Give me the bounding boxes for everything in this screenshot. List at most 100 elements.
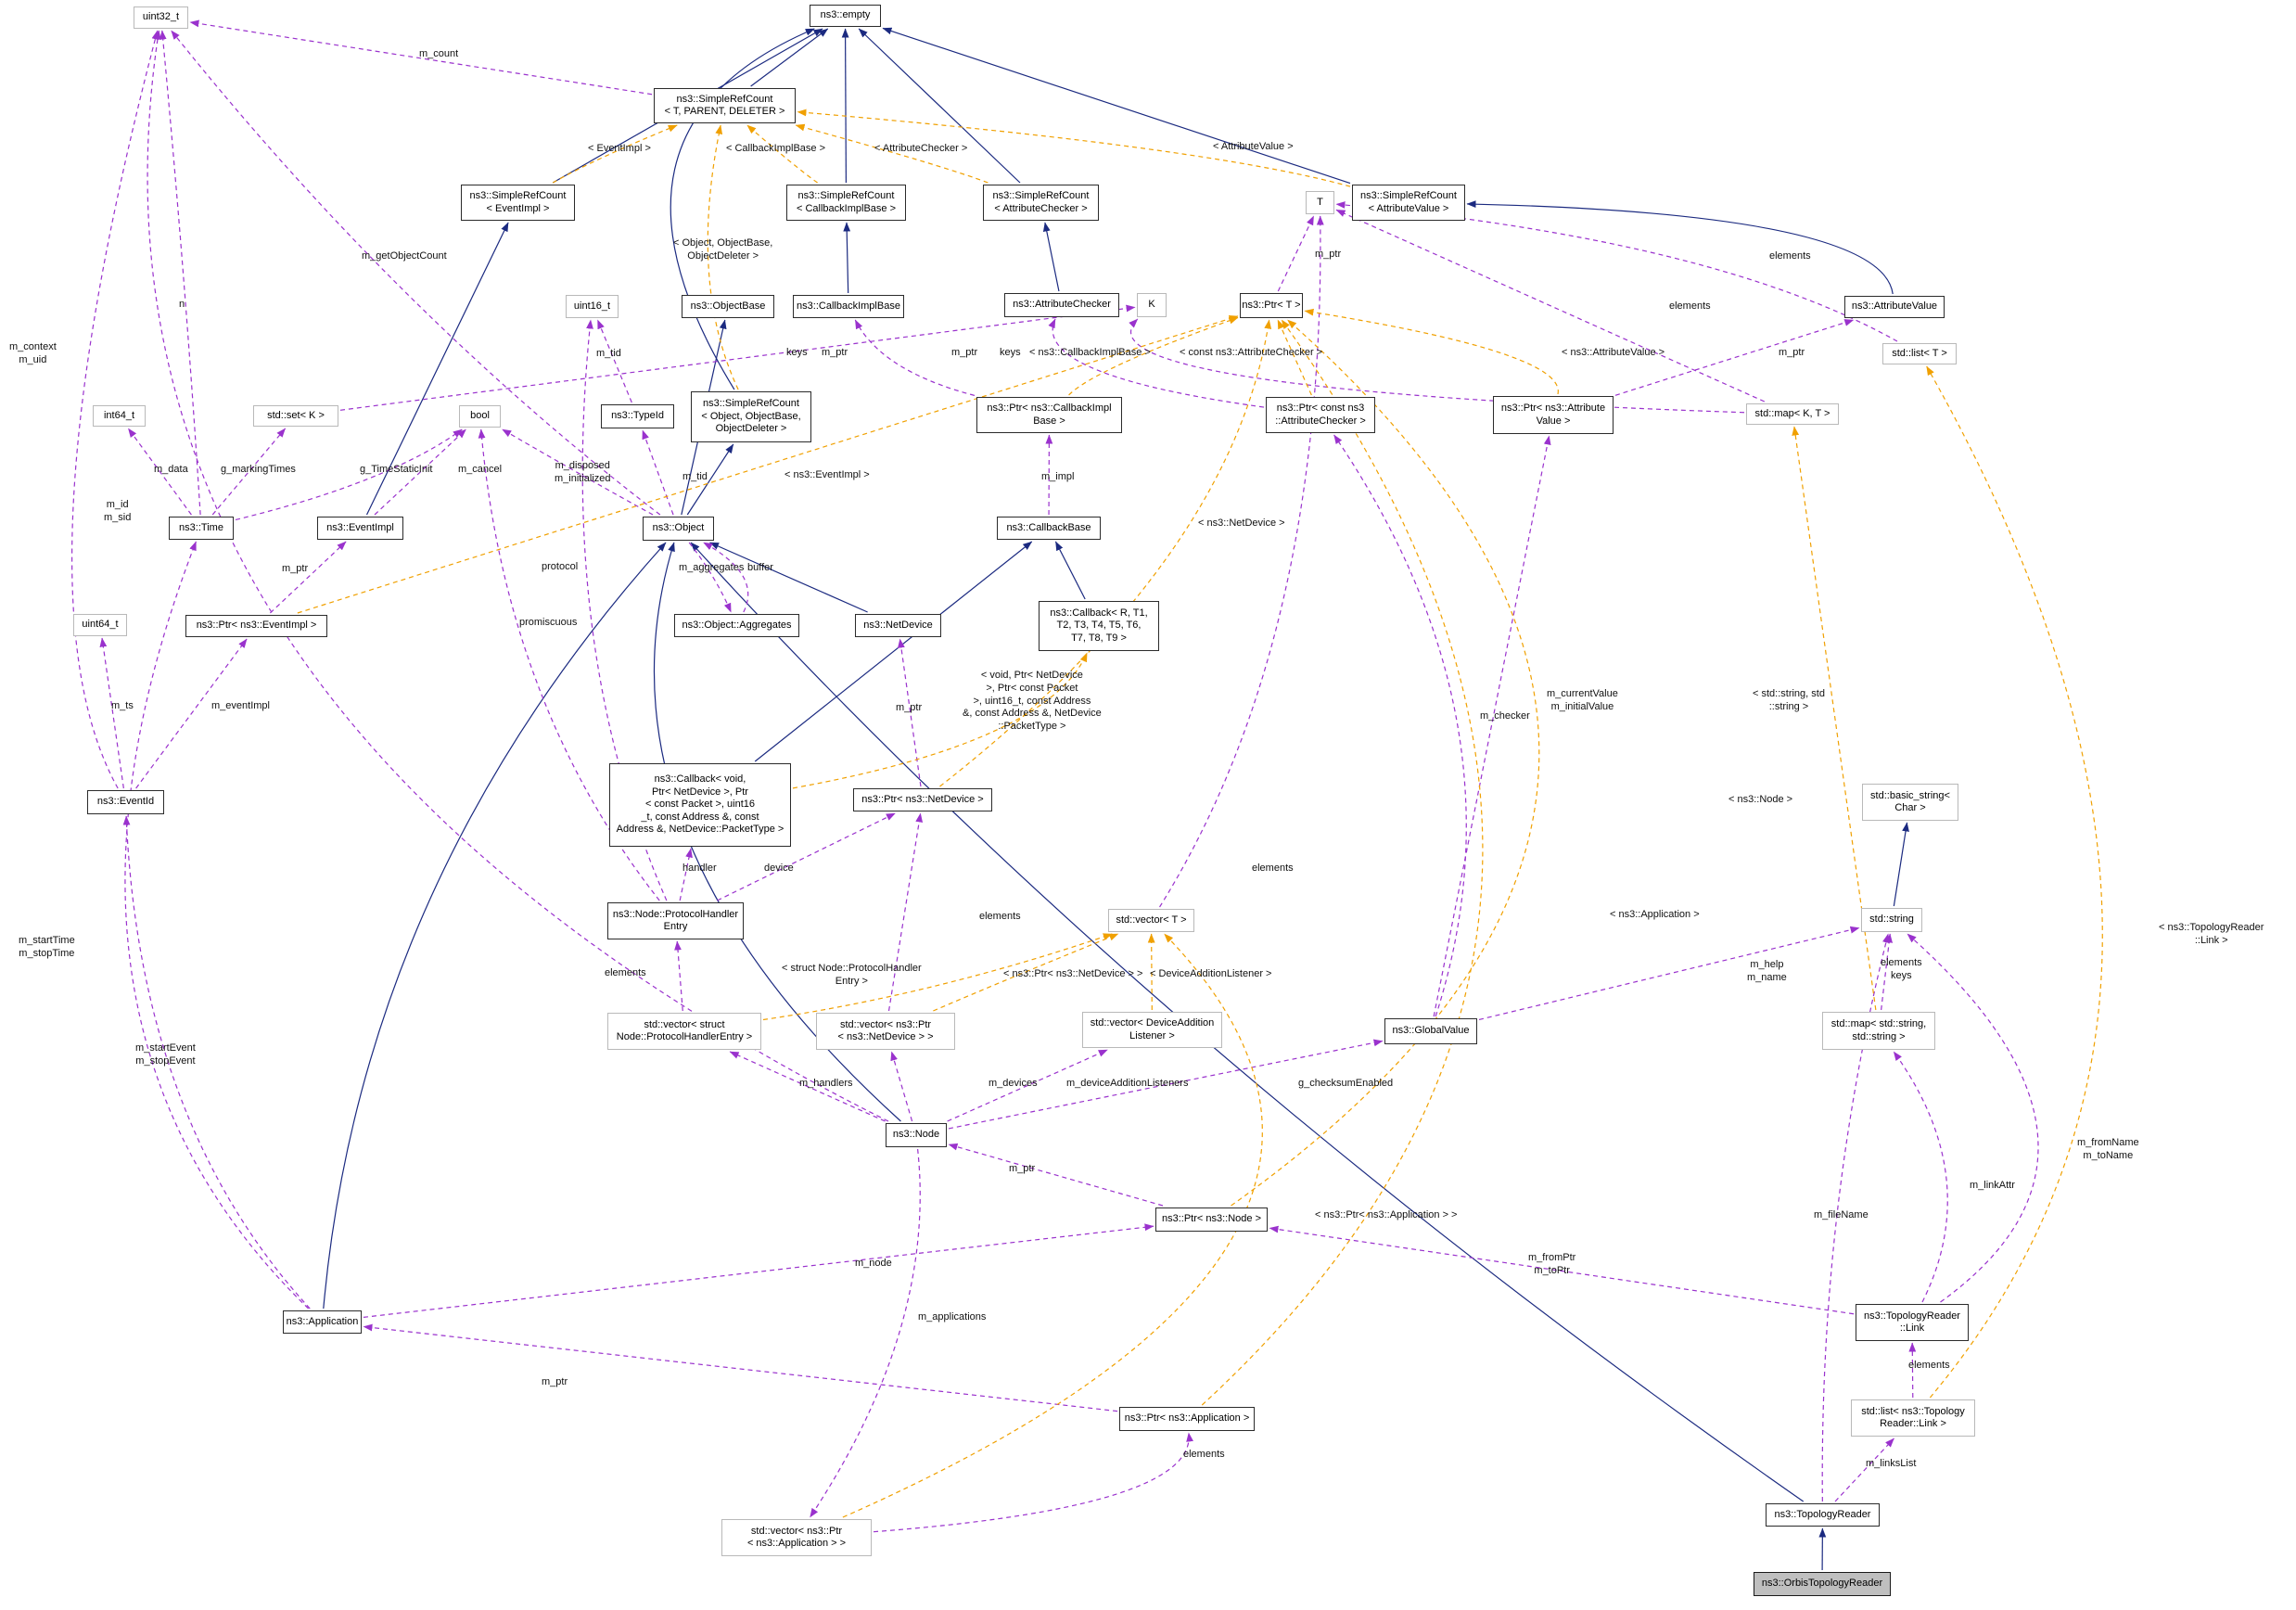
class-node-cbimpl[interactable]: ns3::CallbackImplBase: [793, 295, 904, 318]
edge-mapKT-K: [1129, 318, 1745, 414]
class-node-srcT[interactable]: ns3::SimpleRefCount < T, PARENT, DELETER…: [654, 88, 796, 123]
edge-label-application-eventid: m_startEvent m_stopEvent: [135, 1042, 196, 1067]
class-node-application[interactable]: ns3::Application: [283, 1310, 362, 1334]
class-node-objbase[interactable]: ns3::ObjectBase: [682, 295, 774, 318]
class-node-ptrapp[interactable]: ns3::Ptr< ns3::Application >: [1119, 1407, 1255, 1431]
class-node-cbR[interactable]: ns3::Callback< R, T1, T2, T3, T4, T5, T6…: [1039, 601, 1159, 651]
class-node-globalvalue[interactable]: ns3::GlobalValue: [1384, 1018, 1477, 1044]
class-node-srcObj[interactable]: ns3::SimpleRefCount < Object, ObjectBase…: [691, 391, 811, 442]
edge-label-mapKT-T: elements: [1669, 300, 1711, 312]
edge-label-object-aggregates: m_aggregates: [679, 562, 745, 573]
edge-label-ptrnode-node: m_ptr: [1009, 1163, 1036, 1174]
class-node-ptrei[interactable]: ns3::Ptr< ns3::EventImpl >: [185, 615, 327, 637]
class-node-link[interactable]: ns3::TopologyReader ::Link: [1856, 1304, 1969, 1341]
edge-label-link-stdstring: m_fromName m_toName: [2077, 1137, 2139, 1161]
class-node-empty[interactable]: ns3::empty: [810, 5, 881, 27]
edge-label-node-vecPHE: m_handlers: [799, 1078, 853, 1089]
class-node-time[interactable]: ns3::Time: [169, 517, 234, 540]
edge-label-time-int64: m_data: [154, 464, 188, 475]
edge-ptrnode-ptrT: [1231, 319, 1540, 1207]
class-node-srcEvent[interactable]: ns3::SimpleRefCount < EventImpl >: [461, 185, 575, 221]
class-node-vecPND[interactable]: std::vector< ns3::Ptr < ns3::NetDevice >…: [816, 1013, 955, 1050]
class-node-ptrav[interactable]: ns3::Ptr< ns3::Attribute Value >: [1493, 396, 1614, 434]
class-node-mapKT[interactable]: std::map< K, T >: [1746, 403, 1839, 425]
edge-node-vecDAL: [947, 1049, 1108, 1122]
edge-vecapp-ptrapp: [873, 1432, 1193, 1533]
edge-aggregates-object: [703, 542, 749, 613]
class-node-ptrcac[interactable]: ns3::Ptr< const ns3 ::AttributeChecker >: [1266, 397, 1375, 433]
class-node-ptrnd[interactable]: ns3::Ptr< ns3::NetDevice >: [853, 788, 992, 811]
class-node-object[interactable]: ns3::Object: [643, 517, 714, 541]
edge-listT-T: [1335, 201, 1898, 342]
class-node-netdevice[interactable]: ns3::NetDevice: [855, 614, 941, 637]
class-node-uint64[interactable]: uint64_t: [73, 614, 127, 636]
edge-listlink-listT: [1926, 365, 2103, 1399]
class-node-phe[interactable]: ns3::Node::ProtocolHandler Entry: [607, 902, 744, 939]
class-node-orbis[interactable]: ns3::OrbisTopologyReader: [1754, 1572, 1891, 1596]
class-node-uint16[interactable]: uint16_t: [566, 295, 619, 318]
class-node-vecapp[interactable]: std::vector< ns3::Ptr < ns3::Application…: [721, 1519, 872, 1556]
edge-mapSS-stdstring: [1881, 933, 1894, 1011]
class-node-ac[interactable]: ns3::AttributeChecker: [1004, 293, 1119, 317]
class-node-av[interactable]: ns3::AttributeValue: [1844, 296, 1945, 318]
class-node-eventid[interactable]: ns3::EventId: [87, 790, 164, 814]
edge-label-time-uint32: n: [179, 299, 185, 310]
class-node-srcAv[interactable]: ns3::SimpleRefCount < AttributeValue >: [1352, 185, 1465, 221]
edge-ptrT-T: [1277, 215, 1315, 292]
class-node-ptrnode[interactable]: ns3::Ptr< ns3::Node >: [1155, 1208, 1268, 1232]
class-node-node[interactable]: ns3::Node: [886, 1123, 947, 1147]
edge-label-mapKT-K: keys: [1000, 347, 1021, 358]
edge-label-typeid-uint16: m_tid: [596, 348, 621, 359]
edge-typeid-uint16: [596, 319, 632, 403]
edge-cbR-cbbase: [1054, 541, 1086, 600]
class-node-cbVoid[interactable]: ns3::Callback< void, Ptr< NetDevice >, P…: [609, 763, 791, 847]
edge-node-vecPHE: [729, 1051, 886, 1122]
class-node-vecPHE[interactable]: std::vector< struct Node::ProtocolHandle…: [607, 1013, 761, 1050]
class-node-topo[interactable]: ns3::TopologyReader: [1766, 1503, 1880, 1527]
class-node-vecDAL[interactable]: std::vector< DeviceAddition Listener >: [1082, 1012, 1222, 1048]
class-node-ptrT[interactable]: ns3::Ptr< T >: [1240, 293, 1303, 318]
edge-ptrei-ptrT: [297, 315, 1239, 614]
class-node-typeid[interactable]: ns3::TypeId: [601, 404, 674, 428]
edge-label-ptrnode-ptrT: < ns3::Node >: [1728, 794, 1793, 805]
class-node-uint32[interactable]: uint32_t: [134, 6, 188, 29]
edge-label-vecPND-ptrnd: elements: [979, 911, 1021, 922]
class-node-vecT[interactable]: std::vector< T >: [1108, 909, 1194, 932]
edge-object-uint32: [171, 30, 661, 516]
class-node-ptrcbi[interactable]: ns3::Ptr< ns3::CallbackImpl Base >: [976, 397, 1122, 433]
class-node-cbbase[interactable]: ns3::CallbackBase: [997, 517, 1101, 540]
class-node-basicstring[interactable]: std::basic_string< Char >: [1862, 784, 1958, 821]
class-node-listlink[interactable]: std::list< ns3::Topology Reader::Link >: [1851, 1399, 1975, 1437]
edge-node-uint32: [147, 30, 889, 1122]
class-node-listT[interactable]: std::list< T >: [1882, 343, 1957, 364]
class-node-srcAc[interactable]: ns3::SimpleRefCount < AttributeChecker >: [983, 185, 1099, 221]
class-node-srcCb[interactable]: ns3::SimpleRefCount < CallbackImplBase >: [786, 185, 906, 221]
class-node-setK[interactable]: std::set< K >: [253, 405, 338, 427]
edge-cbVoid-cbbase: [754, 541, 1033, 762]
class-node-K[interactable]: K: [1137, 293, 1167, 317]
edge-label-vecPHE-vecT: < struct Node::ProtocolHandler Entry >: [782, 963, 922, 987]
edge-label-cbbase-ptrcbi: m_impl: [1041, 471, 1075, 482]
edge-globalvalue-ptrcac: [1333, 434, 1467, 1017]
edge-label-eventid-uint32: m_context m_uid: [9, 341, 57, 365]
edge-application-time: [124, 541, 309, 1310]
class-node-aggregates[interactable]: ns3::Object::Aggregates: [674, 614, 799, 637]
class-node-bool[interactable]: bool: [459, 405, 501, 428]
edge-label-srcObj-srcT: < Object, ObjectBase, ObjectDeleter >: [673, 237, 773, 262]
edge-label-link-ptrnode: m_fromPtr m_toPtr: [1528, 1252, 1576, 1276]
class-node-mapSS[interactable]: std::map< std::string, std::string >: [1822, 1012, 1935, 1050]
edge-label-cbVoid-cbR: < void, Ptr< NetDevice >, Ptr< const Pac…: [963, 670, 1102, 732]
class-node-T[interactable]: T: [1306, 191, 1334, 214]
edge-label-phe-uint16: protocol: [542, 561, 579, 572]
class-node-eventimpl[interactable]: ns3::EventImpl: [317, 517, 403, 540]
edge-label-node-vecDAL: m_deviceAdditionListeners: [1066, 1078, 1189, 1089]
class-node-int64[interactable]: int64_t: [93, 405, 146, 427]
edge-application-ptrnode: [363, 1223, 1154, 1318]
edge-srcCb-srcT: [746, 124, 818, 184]
edge-topo-stdstring: [1821, 933, 1890, 1502]
edge-label-setK-K: keys: [786, 347, 808, 358]
class-node-stdstring[interactable]: std::string: [1861, 908, 1922, 932]
edge-node-globalvalue: [948, 1039, 1384, 1130]
edge-globalvalue-ptrav: [1433, 435, 1551, 1017]
edge-label-srcEvent-srcT: < EventImpl >: [588, 143, 651, 154]
